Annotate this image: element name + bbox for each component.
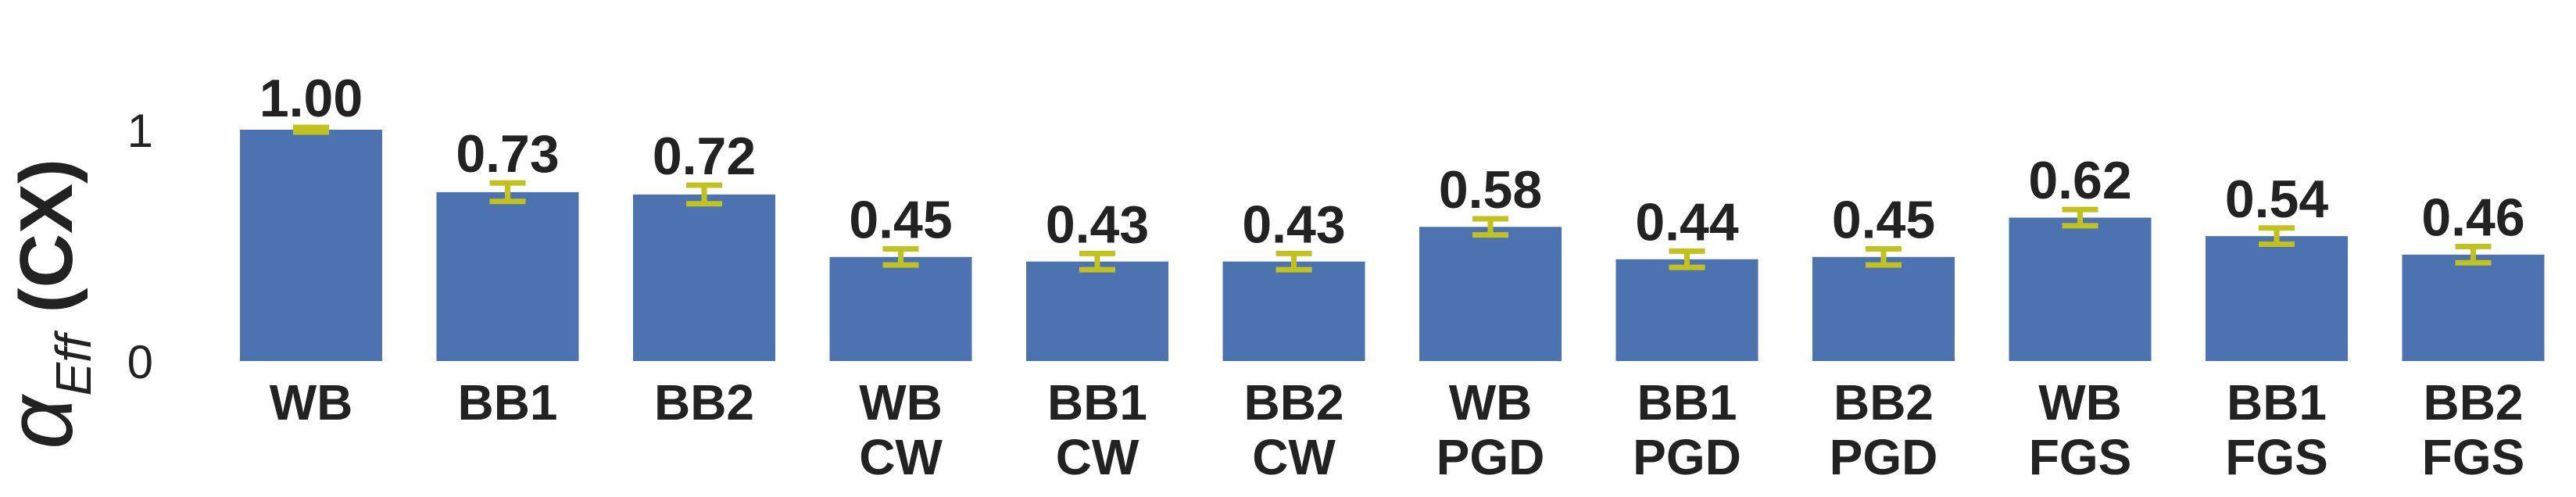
value-label: 0.54 bbox=[2225, 170, 2329, 229]
value-labels: 1.00 0.73 0.72 0.45 0.43 0.43 0.58 0.44 0.45 0.62… bbox=[259, 69, 2525, 254]
y-axis-label-subscript: Eff bbox=[45, 330, 102, 395]
y-axis-label: αEff (CX) bbox=[0, 159, 102, 449]
bar bbox=[436, 191, 579, 361]
error-bar bbox=[489, 180, 526, 205]
value-label: 0.45 bbox=[1832, 190, 1935, 249]
y-axis-label-symbol: α bbox=[0, 393, 92, 449]
bar bbox=[829, 256, 972, 361]
value-label: 0.43 bbox=[1046, 195, 1149, 254]
category-label: WB bbox=[270, 374, 353, 431]
error-bar bbox=[2455, 243, 2492, 266]
error-bar bbox=[2259, 225, 2295, 248]
y-axis-label-suffix: (CX) bbox=[5, 159, 88, 313]
value-label: 0.46 bbox=[2421, 188, 2524, 247]
error-bar bbox=[293, 124, 329, 135]
bar bbox=[1026, 261, 1168, 361]
error-bar bbox=[1866, 245, 1902, 268]
bar bbox=[2009, 217, 2152, 361]
error-bar bbox=[686, 182, 722, 207]
bar bbox=[633, 194, 775, 361]
error-bar bbox=[1472, 216, 1508, 238]
bar bbox=[1222, 261, 1365, 361]
value-label: 0.44 bbox=[1635, 192, 1739, 252]
svg-text:αEff(CX): αEff (CX) bbox=[0, 159, 102, 449]
bar bbox=[2206, 236, 2348, 361]
error-bar bbox=[1669, 248, 1705, 270]
category-label: BB2 bbox=[654, 374, 754, 431]
y-tick-label: 1 bbox=[127, 105, 153, 157]
error-bars bbox=[293, 124, 2492, 273]
bar bbox=[1812, 256, 1955, 361]
bars bbox=[240, 130, 2545, 361]
value-label: 0.72 bbox=[653, 127, 756, 186]
error-bar bbox=[1079, 250, 1115, 273]
bar bbox=[2402, 254, 2545, 361]
bar bbox=[1615, 259, 1758, 361]
y-tick-label: 0 bbox=[127, 336, 153, 388]
value-label: 0.62 bbox=[2028, 151, 2131, 210]
value-label: 0.45 bbox=[849, 190, 952, 249]
value-label: 0.58 bbox=[1439, 160, 1542, 220]
y-axis-ticks: 01 bbox=[127, 105, 153, 388]
category-label: BB1 bbox=[457, 374, 557, 431]
value-label: 0.73 bbox=[456, 124, 559, 184]
bar bbox=[240, 130, 382, 361]
error-bar bbox=[1275, 250, 1312, 273]
value-label: 1.00 bbox=[259, 69, 363, 128]
error-bar bbox=[2062, 206, 2098, 229]
error-bar bbox=[882, 245, 919, 268]
bar bbox=[1419, 227, 1562, 361]
value-label: 0.43 bbox=[1242, 195, 1345, 254]
